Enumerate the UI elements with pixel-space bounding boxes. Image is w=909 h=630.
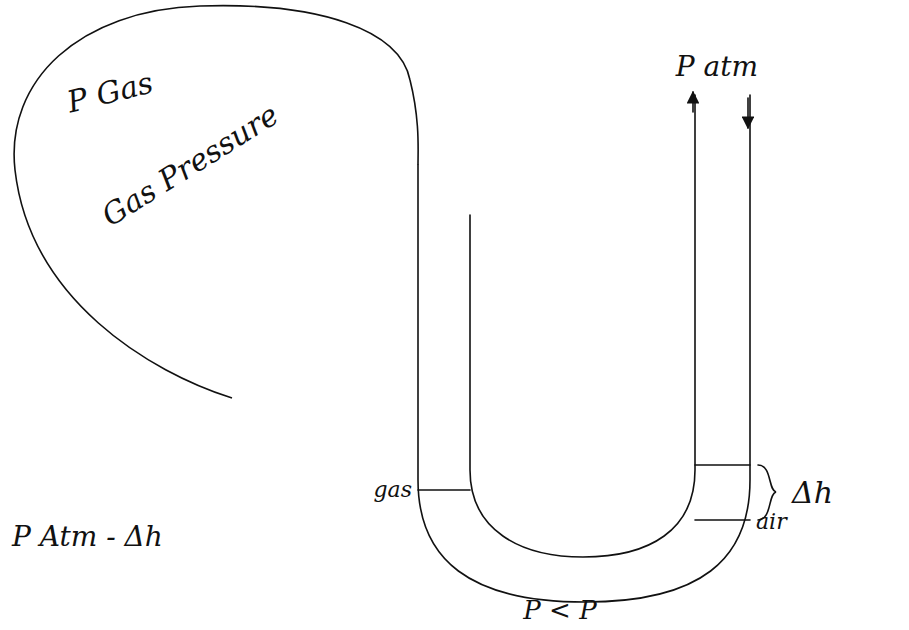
tube-outer-wall [418,95,750,602]
region-text: Gas Pressure [96,98,284,233]
gas-meniscus [418,489,470,491]
tube-inner-wall [470,95,695,557]
atm-arrow [747,98,749,128]
annotation-label: P Atm - Δh [12,522,163,553]
gas-region-border [14,6,418,398]
gas-region: P GasGas Pressure [0,0,430,410]
gas-region-outline [0,0,430,410]
annotation-label: P < P [523,596,596,625]
wall-tip-arrow [692,92,694,112]
air-meniscus [695,519,750,521]
region-text: P Gas [64,65,156,118]
annotation-label: Δh [792,476,833,509]
annotation-label: gas [374,478,413,502]
upper-level [695,464,750,466]
annotation-label: air [756,510,787,534]
annotation-label: P atm [676,52,758,83]
